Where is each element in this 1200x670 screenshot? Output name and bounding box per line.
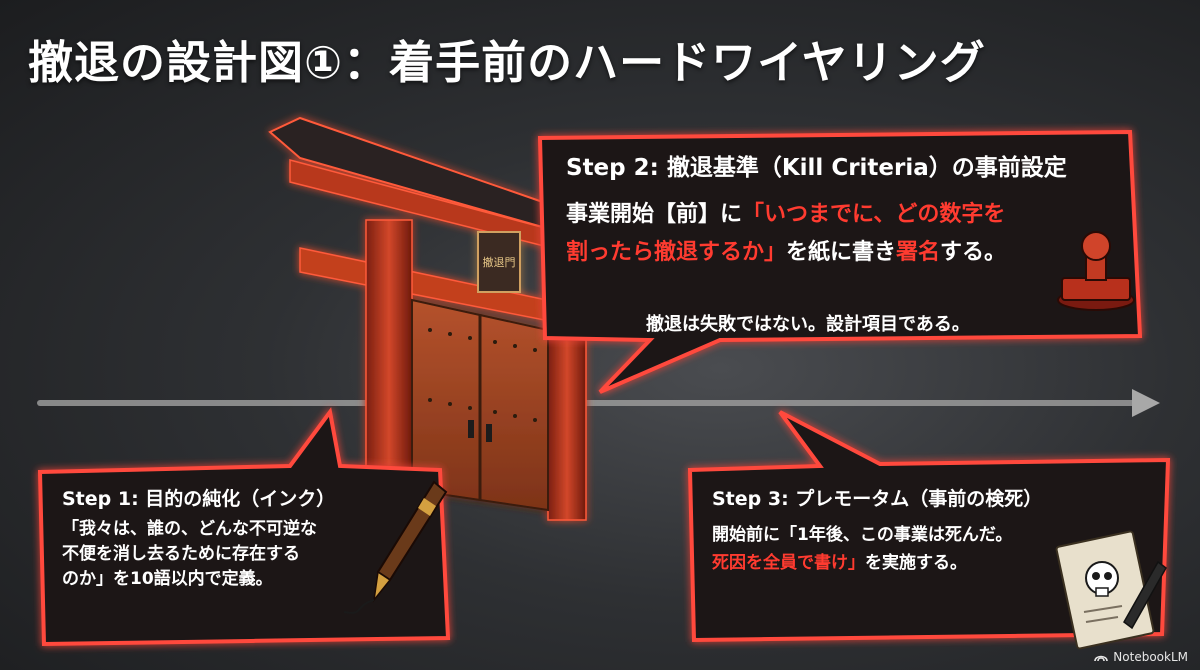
notebooklm-logo-icon	[1094, 655, 1109, 662]
step3-content: Step 3: プレモータム（事前の検死） 開始前に「1年後、この事業は死んだ。…	[712, 484, 1092, 577]
step2-line2-suffix: する。	[940, 240, 1007, 265]
step2-line2: 割ったら撤退するか」を紙に書き署名する。	[566, 234, 1126, 272]
step2-heading: Step 2: 撤退基準（Kill Criteria）の事前設定	[566, 155, 1067, 181]
step3-line2: 死因を全員で書け」を実施する。	[712, 549, 1092, 577]
brand-watermark: NotebookLM	[1094, 650, 1188, 664]
step2-line1: 事業開始【前】に「いつまでに、どの数字を	[566, 196, 1126, 234]
step2-line2-mid: を紙に書き	[786, 240, 897, 265]
step1-content: Step 1: 目的の純化（インク） 「我々は、誰の、どんな不可逆な 不便を消し…	[62, 484, 392, 592]
step2-line1-red: 「いつまでに、どの数字を	[742, 202, 1006, 227]
step2-line2-red2: 署名	[896, 240, 941, 265]
step2-line2-red: 割ったら撤退するか」	[566, 240, 787, 265]
step3-line2-suffix: を実施する。	[865, 553, 967, 573]
step1-line2: 不便を消し去るために存在する	[62, 544, 300, 564]
step1-line3: のか」を10語以内で定義。	[62, 569, 273, 589]
step2-line1-prefix: 事業開始【前】に	[566, 202, 743, 227]
step2-content: Step 2: 撤退基準（Kill Criteria）の事前設定 事業開始【前】…	[566, 148, 1126, 335]
fountain-pen-icon	[343, 480, 448, 614]
stamp-icon	[1057, 231, 1135, 311]
step3-line2-red: 死因を全員で書け」	[712, 553, 865, 573]
step1-line1: 「我々は、誰の、どんな不可逆な	[62, 519, 317, 539]
step2-bubble	[537, 129, 1143, 394]
step3-line1: 開始前に「1年後、この事業は死んだ。	[712, 525, 1013, 545]
page-title: 撤退の設計図①：着手前のハードワイヤリング	[28, 36, 986, 89]
gate-plaque-text: 撤退門	[483, 255, 516, 269]
step2-note: 撤退は失敗ではない。設計項目である。	[646, 314, 970, 335]
timeline-arrow-icon	[37, 389, 1160, 417]
skull-document-icon	[1055, 530, 1167, 650]
step1-bubble	[37, 407, 451, 647]
step3-heading: Step 3: プレモータム（事前の検死）	[712, 488, 1043, 510]
brand-label: NotebookLM	[1113, 650, 1188, 664]
step1-heading: Step 1: 目的の純化（インク）	[62, 488, 336, 510]
step3-bubble	[687, 410, 1171, 643]
